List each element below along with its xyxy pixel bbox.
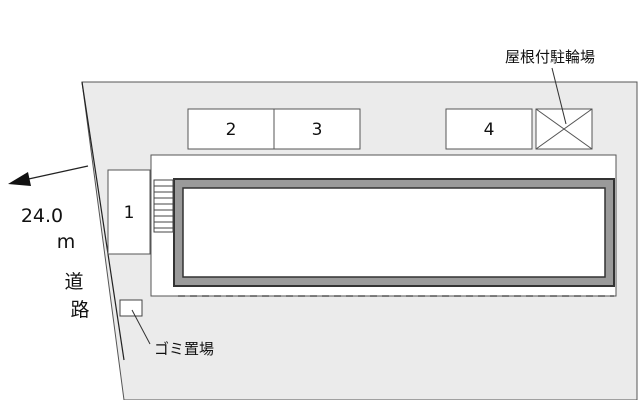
garbage-area-label: ゴミ置場: [154, 340, 214, 358]
garbage-area-leader: [131, 309, 151, 345]
road-label-char-2: 路: [70, 299, 89, 321]
building-interior: [182, 187, 606, 278]
parking-space-1: [107, 169, 151, 255]
parking-space-2: [187, 108, 275, 150]
parking-space-4-label: 4: [484, 120, 495, 140]
garbage-area-box: [119, 299, 143, 317]
road-edge-line: [81, 81, 125, 361]
bicycle-parking-leader: [551, 67, 567, 125]
parking-space-4: [445, 108, 533, 150]
road-arrow-icon: [8, 172, 31, 186]
parking-space-2-label: 2: [226, 120, 237, 140]
road-width-unit: m: [57, 231, 76, 253]
road-width-value: 24.0: [21, 205, 63, 227]
road-label-char-1: 道: [64, 271, 83, 293]
parking-space-1-label: 1: [124, 203, 135, 223]
bicycle-parking-label: 屋根付駐輪場: [505, 48, 595, 66]
parking-space-3-label: 3: [312, 120, 323, 140]
road-width-line: [23, 165, 89, 181]
staircase-icon: [153, 179, 174, 233]
parking-space-3: [273, 108, 361, 150]
